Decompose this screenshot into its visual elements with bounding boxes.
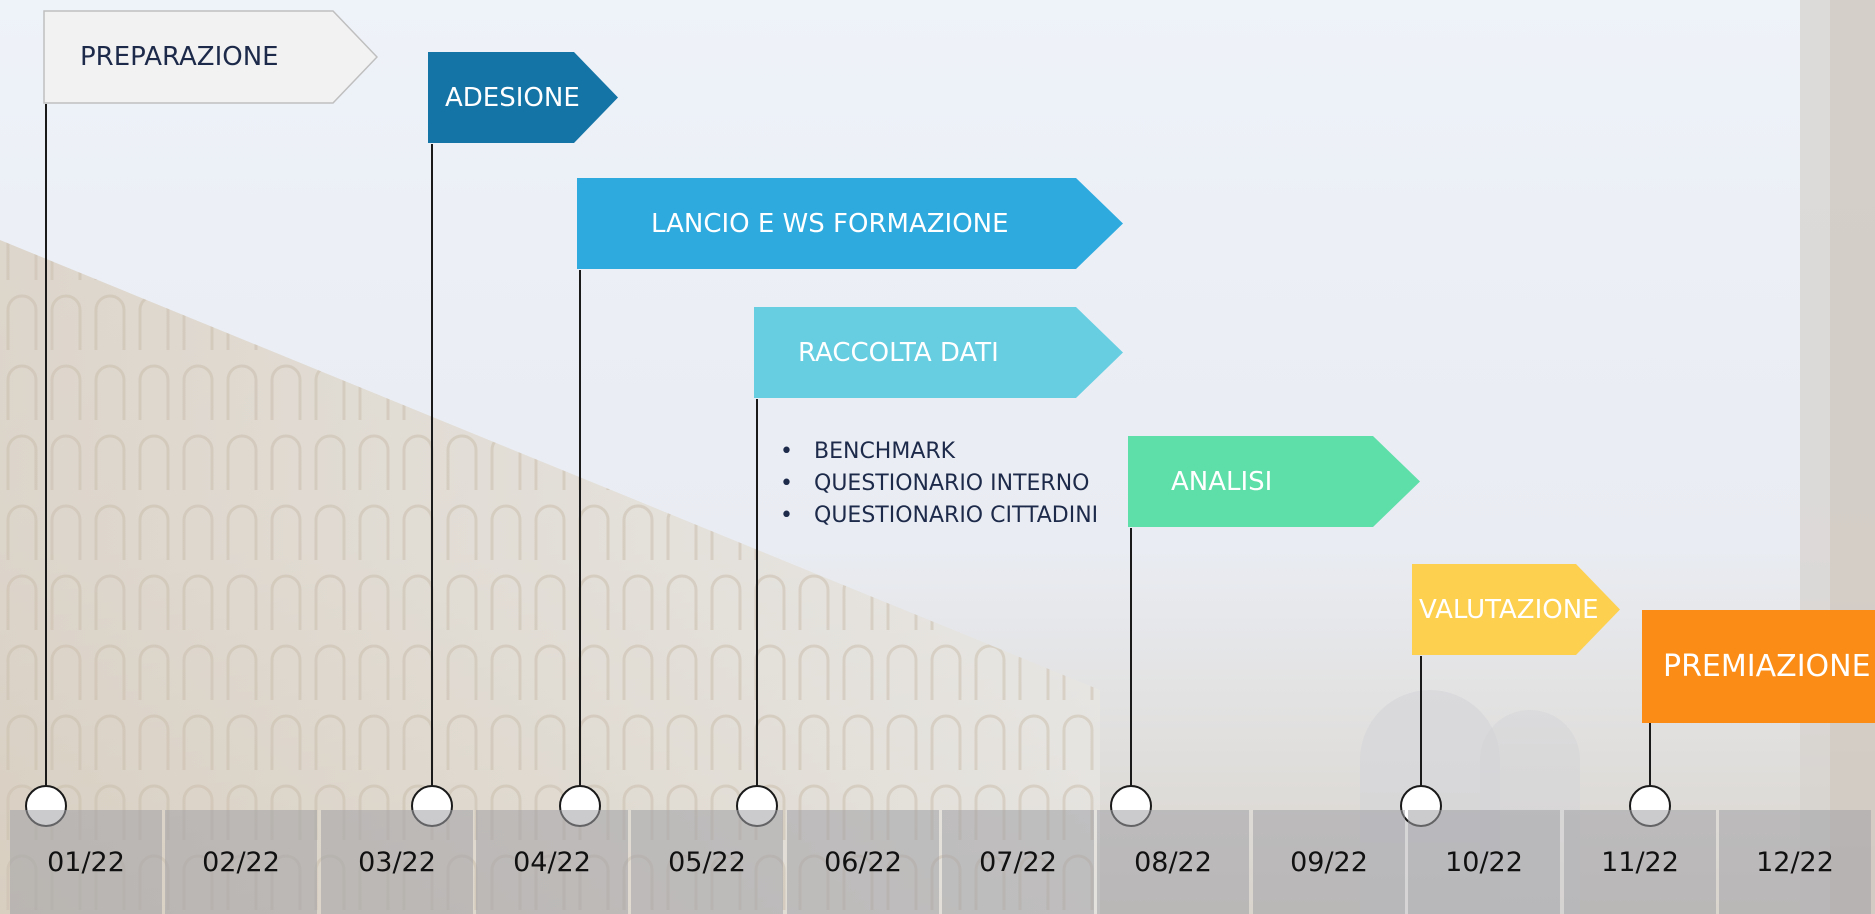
flag-preparazione: PREPARAZIONE — [43, 10, 378, 104]
pole-premiazione — [1649, 723, 1651, 806]
flag-label-analisi: ANALISI — [1171, 466, 1273, 497]
raccolta-item-benchmark: BENCHMARK — [780, 436, 1098, 468]
pole-analisi — [1130, 528, 1132, 806]
raccolta-dati-list: BENCHMARK QUESTIONARIO INTERNO QUESTIONA… — [780, 436, 1098, 532]
month-cell: 11/22 — [1564, 810, 1716, 914]
flag-label-premiazione: PREMIAZIONE — [1663, 649, 1871, 684]
month-cell: 10/22 — [1408, 810, 1560, 914]
flag-label-adesione: ADESIONE — [445, 82, 580, 113]
flag-label-preparazione: PREPARAZIONE — [80, 42, 279, 72]
flag-adesione: ADESIONE — [427, 51, 619, 144]
month-cell: 09/22 — [1253, 810, 1405, 914]
month-cell: 06/22 — [787, 810, 939, 914]
flag-raccolta-dati: RACCOLTA DATI — [753, 306, 1124, 399]
pole-valutazione — [1420, 656, 1422, 806]
flag-label-raccolta-dati: RACCOLTA DATI — [798, 337, 999, 368]
month-cell: 03/22 — [321, 810, 473, 914]
pole-adesione — [431, 144, 433, 806]
raccolta-item-questionario-cittadini: QUESTIONARIO CITTADINI — [780, 500, 1098, 532]
flag-shape-premiazione — [1642, 610, 1875, 723]
month-cell: 04/22 — [476, 810, 628, 914]
month-cell: 07/22 — [942, 810, 1094, 914]
month-cell: 12/22 — [1719, 810, 1871, 914]
month-cell: 01/22 — [10, 810, 162, 914]
flag-label-lancio-e-ws-formazione: LANCIO E WS FORMAZIONE — [651, 208, 1009, 239]
flag-lancio-e-ws-formazione: LANCIO E WS FORMAZIONE — [576, 177, 1124, 270]
flag-shape-analisi — [1128, 436, 1420, 527]
flag-premiazione: PREMIAZIONE — [1642, 610, 1875, 723]
month-cell: 05/22 — [631, 810, 783, 914]
flag-label-valutazione: VALUTAZIONE — [1419, 594, 1599, 625]
flag-shape-raccolta-dati — [754, 307, 1123, 398]
flag-shape-preparazione — [43, 10, 378, 104]
flag-shape-valutazione — [1412, 564, 1620, 655]
flag-shape-lancio-e-ws-formazione — [577, 178, 1123, 269]
month-cell: 02/22 — [165, 810, 317, 914]
flag-valutazione: VALUTAZIONE — [1411, 563, 1621, 656]
flag-analisi: ANALISI — [1127, 435, 1421, 528]
pole-preparazione — [45, 104, 47, 806]
month-cell: 08/22 — [1097, 810, 1249, 914]
pole-raccolta-dati — [756, 399, 758, 806]
raccolta-item-questionario-interno: QUESTIONARIO INTERNO — [780, 468, 1098, 500]
pole-lancio-e-ws-formazione — [579, 270, 581, 806]
flag-shape-adesione — [428, 52, 618, 143]
